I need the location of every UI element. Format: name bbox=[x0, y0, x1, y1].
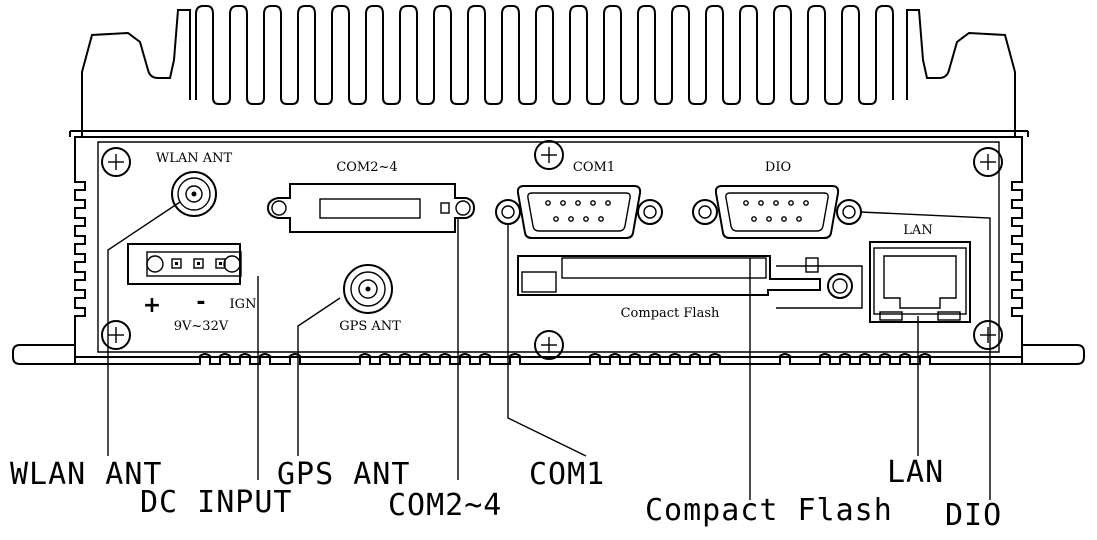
dio-panel-label: DIO bbox=[765, 160, 791, 175]
screw-bottom-right-icon bbox=[973, 320, 1003, 350]
gps-ant-callout: GPS ANT bbox=[277, 457, 410, 492]
gps-antenna-connector-icon bbox=[343, 264, 393, 314]
heatsink bbox=[69, 5, 1029, 137]
minus-label: - bbox=[196, 290, 205, 315]
dio-db9-connector-icon bbox=[692, 185, 862, 239]
leader-lines bbox=[107, 201, 991, 500]
com2-4-panel-label: COM2~4 bbox=[336, 160, 397, 175]
dc-input-terminal-icon bbox=[127, 243, 242, 285]
ign-label: IGN bbox=[230, 297, 257, 312]
com1-panel-label: COM1 bbox=[573, 160, 615, 175]
panel-labels: WLAN ANT COM2~4 COM1 DIO LAN + - IGN 9V~… bbox=[143, 151, 933, 334]
compact-flash-slot-icon bbox=[517, 255, 863, 309]
dc-input-callout: DC INPUT bbox=[140, 485, 293, 520]
callout-labels: WLAN ANT DC INPUT GPS ANT COM2~4 COM1 Co… bbox=[10, 455, 1002, 533]
screw-top-center-icon bbox=[534, 140, 564, 170]
com2-4-callout: COM2~4 bbox=[388, 488, 502, 523]
wlan-antenna-connector-icon bbox=[171, 171, 217, 217]
panel-body bbox=[12, 136, 1085, 365]
com1-db9-connector-icon bbox=[495, 185, 663, 239]
voltage-label: 9V~32V bbox=[174, 319, 229, 334]
lan-rj45-port-icon bbox=[869, 241, 971, 323]
compact-flash-panel-label: Compact Flash bbox=[621, 306, 720, 321]
screw-bottom-left-icon bbox=[101, 320, 131, 350]
screw-top-right-icon bbox=[973, 147, 1003, 177]
screw-top-left-icon bbox=[101, 147, 131, 177]
compact-flash-callout: Compact Flash bbox=[645, 493, 893, 528]
dio-callout: DIO bbox=[945, 498, 1002, 533]
lan-callout: LAN bbox=[887, 455, 944, 490]
com2-4-connector-icon bbox=[266, 183, 476, 233]
com1-callout: COM1 bbox=[529, 457, 605, 492]
plus-label: + bbox=[143, 293, 161, 318]
wlan-ant-callout: WLAN ANT bbox=[10, 457, 163, 492]
gps-ant-panel-label: GPS ANT bbox=[339, 319, 401, 334]
lan-panel-label: LAN bbox=[903, 223, 932, 238]
wlan-ant-panel-label: WLAN ANT bbox=[156, 151, 233, 166]
screw-bottom-center-icon bbox=[534, 330, 564, 360]
